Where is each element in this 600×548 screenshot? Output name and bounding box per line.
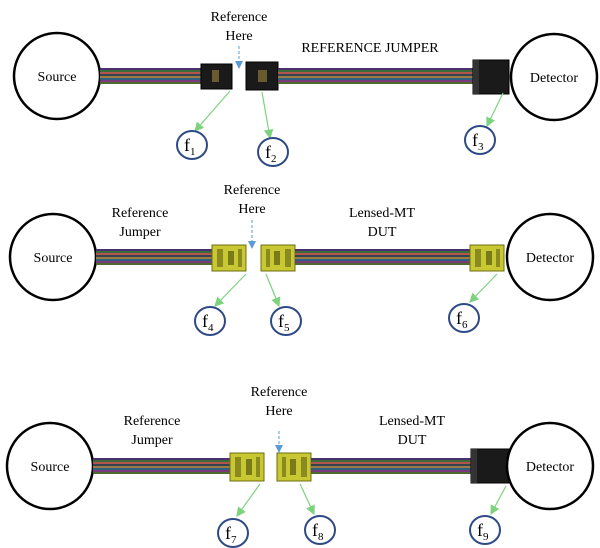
source-label: Source <box>31 460 70 475</box>
f9-arrow <box>490 485 507 516</box>
connector-mt-left <box>229 452 265 482</box>
reference-here-line1: Reference <box>211 10 268 25</box>
reference-jumper-line2: Jumper <box>131 433 173 448</box>
label-f8: f8 <box>304 515 336 545</box>
reference-here-line1: Reference <box>224 183 281 198</box>
dut-line1: Lensed-MT <box>349 206 416 221</box>
source-label: Source <box>38 70 77 85</box>
fiber-ribbon-right <box>295 249 470 265</box>
reference-here-line2: Here <box>238 202 265 217</box>
f6-arrow <box>469 273 498 303</box>
svg-text:f7: f7 <box>225 523 237 546</box>
dut-line2: DUT <box>368 225 397 240</box>
source-label: Source <box>34 251 73 266</box>
svg-text:f3: f3 <box>472 130 484 153</box>
detector-circle <box>505 421 595 511</box>
f8-arrow <box>299 483 315 516</box>
svg-text:f5: f5 <box>278 311 290 334</box>
dut-line1: Lensed-MT <box>379 414 446 429</box>
detector-label: Detector <box>526 251 575 266</box>
connector-black-detector <box>470 448 510 484</box>
connector-black-detector <box>472 59 510 95</box>
fiber-ribbon-right <box>311 458 474 474</box>
f7-arrow <box>236 483 261 517</box>
label-f7: f7 <box>217 518 249 548</box>
f5-arrow <box>265 273 281 308</box>
label-f4: f4 <box>194 306 226 336</box>
label-f5: f5 <box>270 306 302 336</box>
svg-text:f4: f4 <box>202 311 214 334</box>
reference-jumper-line1: Reference <box>124 414 181 429</box>
fiber-ribbon-left <box>100 68 203 84</box>
fiber-ribbon-left <box>93 458 231 474</box>
label-f9: f9 <box>469 515 501 545</box>
fiber-ribbon-right <box>278 68 476 84</box>
label-f2: f2 <box>257 137 289 167</box>
detector-label: Detector <box>526 460 575 475</box>
reference-jumper-line2: Jumper <box>119 225 161 240</box>
f1-arrow <box>194 90 231 132</box>
f4-arrow <box>214 273 247 307</box>
reference-jumper-line1: Reference <box>112 206 169 221</box>
fiber-ribbon-left <box>96 249 214 265</box>
svg-text:f1: f1 <box>184 135 196 158</box>
label-f1: f1 <box>176 130 208 160</box>
connector-mt-mid <box>276 452 312 482</box>
panel-2: Source <box>8 183 595 336</box>
connector-mt-mid <box>260 244 296 272</box>
svg-text:f9: f9 <box>477 520 489 543</box>
svg-text:f6: f6 <box>456 308 468 331</box>
reference-here-line2: Here <box>225 29 252 44</box>
connector-mt-detector <box>469 244 505 272</box>
svg-text:f2: f2 <box>265 142 277 165</box>
dut-line2: DUT <box>398 433 427 448</box>
reference-here-line2: Here <box>265 404 292 419</box>
f2-arrow <box>261 91 274 140</box>
connector-mt-left <box>211 244 247 272</box>
reference-here-line1: Reference <box>251 385 308 400</box>
f3-arrow <box>486 92 504 128</box>
detector-circle <box>505 212 595 302</box>
label-f3: f3 <box>464 125 496 155</box>
connector-black-left <box>200 63 233 90</box>
jumper-label: REFERENCE JUMPER <box>301 41 439 56</box>
detector-label: Detector <box>530 71 579 86</box>
panel-1: Source <box>12 10 599 167</box>
panel-3: Source <box>5 385 595 548</box>
detector-circle <box>509 32 599 122</box>
connector-black-mid <box>245 61 279 91</box>
label-f6: f6 <box>448 303 480 333</box>
svg-text:f8: f8 <box>312 520 324 543</box>
